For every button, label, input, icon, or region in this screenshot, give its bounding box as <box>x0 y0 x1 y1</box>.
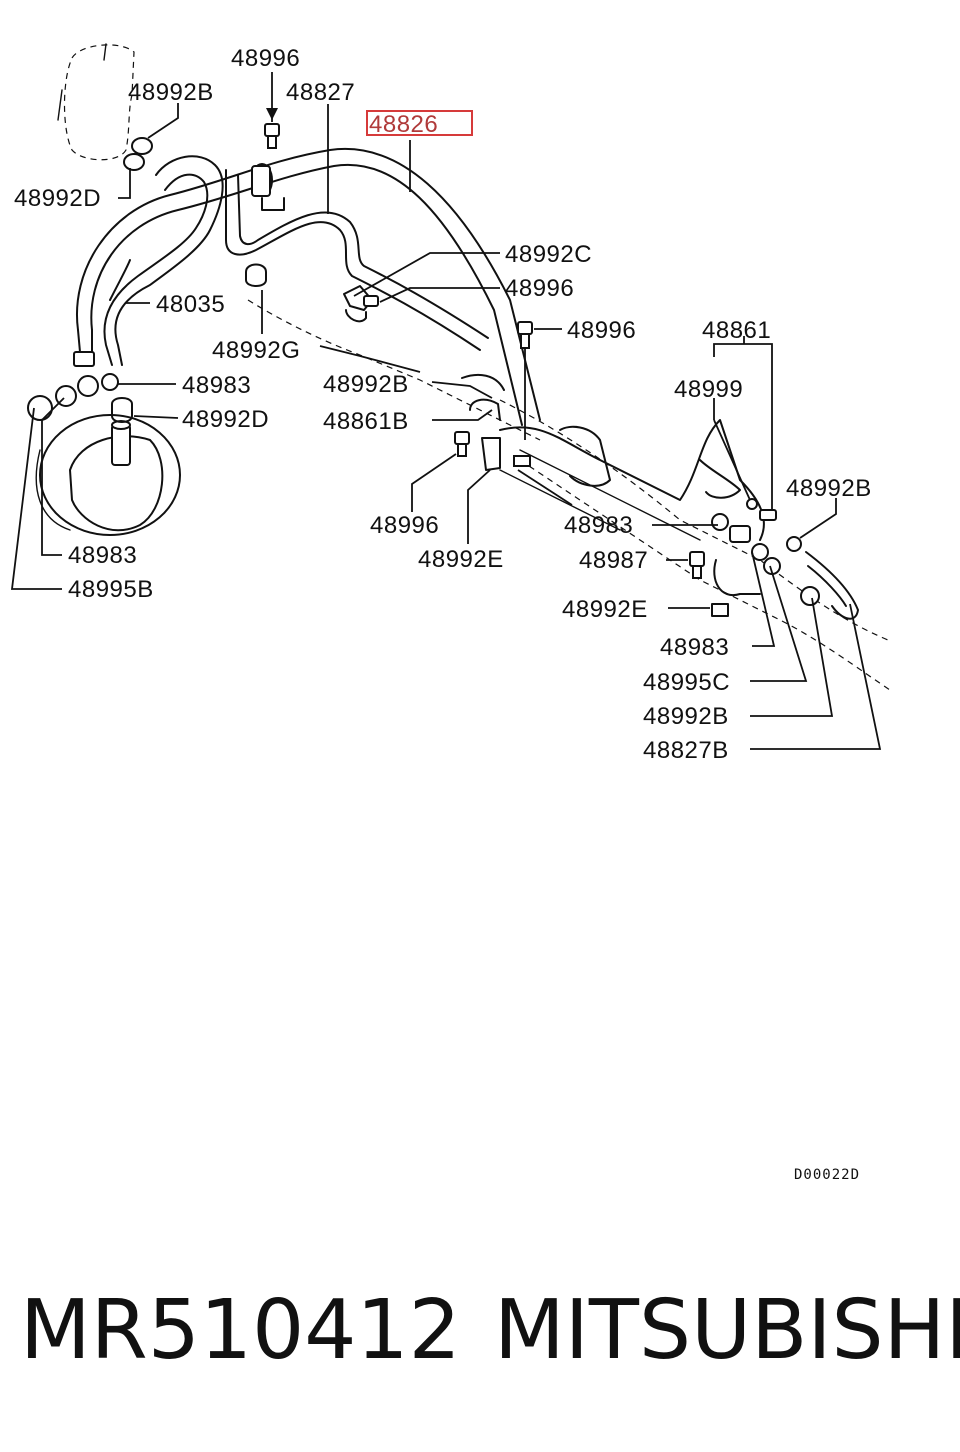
label-48992G[interactable]: 48992G <box>212 337 300 364</box>
clip-48992E-lower <box>711 603 729 617</box>
label-48999[interactable]: 48999 <box>674 376 743 403</box>
bolt-48996-low <box>454 431 470 457</box>
label-48992B-right[interactable]: 48992B <box>786 475 872 502</box>
label-48996-top[interactable]: 48996 <box>231 45 300 72</box>
power-steering-pump <box>27 373 181 536</box>
label-48826[interactable]: 48826 <box>369 111 438 138</box>
clamp-48992B-tank <box>123 137 153 171</box>
pipe-48861B <box>461 373 505 421</box>
label-48983-b[interactable]: 48983 <box>564 512 633 539</box>
label-48827B[interactable]: 48827B <box>643 737 729 764</box>
label-48035[interactable]: 48035 <box>156 291 225 318</box>
hose-48827 <box>225 169 489 351</box>
bolt-48996-right <box>517 321 533 349</box>
label-48992D-mid[interactable]: 48992D <box>182 406 269 433</box>
fittings-right <box>711 498 820 606</box>
part-number: MR510412 <box>20 1283 461 1378</box>
hose-48035 <box>109 259 131 301</box>
highlight-box-48826 <box>366 110 473 136</box>
label-48992C[interactable]: 48992C <box>505 241 592 268</box>
brand-name: MITSUBISHI <box>494 1283 960 1378</box>
label-48995C[interactable]: 48995C <box>643 669 730 696</box>
label-48996-low[interactable]: 48996 <box>370 512 439 539</box>
label-48992B-top[interactable]: 48992B <box>128 79 214 106</box>
label-48827-top[interactable]: 48827 <box>286 79 355 106</box>
label-48861B[interactable]: 48861B <box>323 408 409 435</box>
hose-clamp-top <box>251 163 285 211</box>
label-48992D-left[interactable]: 48992D <box>14 185 101 212</box>
bracket-48992C <box>343 285 379 323</box>
label-48983-left[interactable]: 48983 <box>68 542 137 569</box>
label-48983-a[interactable]: 48983 <box>182 372 251 399</box>
label-48992E[interactable]: 48992E <box>418 546 504 573</box>
label-48995B[interactable]: 48995B <box>68 576 154 603</box>
part-labels: 48996 48992B 48827 48826 48992D 48992C 4… <box>14 45 872 764</box>
label-48996-mid[interactable]: 48996 <box>505 275 574 302</box>
clamp-48992G <box>245 263 267 287</box>
frame-outline <box>247 299 891 691</box>
bolt-48987 <box>689 551 761 597</box>
hose-48827B <box>805 551 859 620</box>
return-hose <box>103 155 224 366</box>
label-48992B-low[interactable]: 48992B <box>643 703 729 730</box>
bracket-48992E <box>481 437 531 471</box>
bolt-48996-top <box>264 123 280 149</box>
label-48987[interactable]: 48987 <box>579 547 648 574</box>
parts-diagram: 48996 48992B 48827 48826 48992D 48992C 4… <box>10 43 891 1183</box>
leader-lines <box>10 72 882 750</box>
label-48861[interactable]: 48861 <box>702 317 771 344</box>
label-48996-right[interactable]: 48996 <box>567 317 636 344</box>
reservoir-tank <box>57 43 135 161</box>
pressure-hose-48826 <box>73 147 541 426</box>
diagram-code: D00022D <box>794 1167 860 1183</box>
label-48992E-b[interactable]: 48992E <box>562 596 648 623</box>
steering-gear <box>499 419 765 541</box>
label-48983-c[interactable]: 48983 <box>660 634 729 661</box>
label-48992B-mid[interactable]: 48992B <box>323 371 409 398</box>
